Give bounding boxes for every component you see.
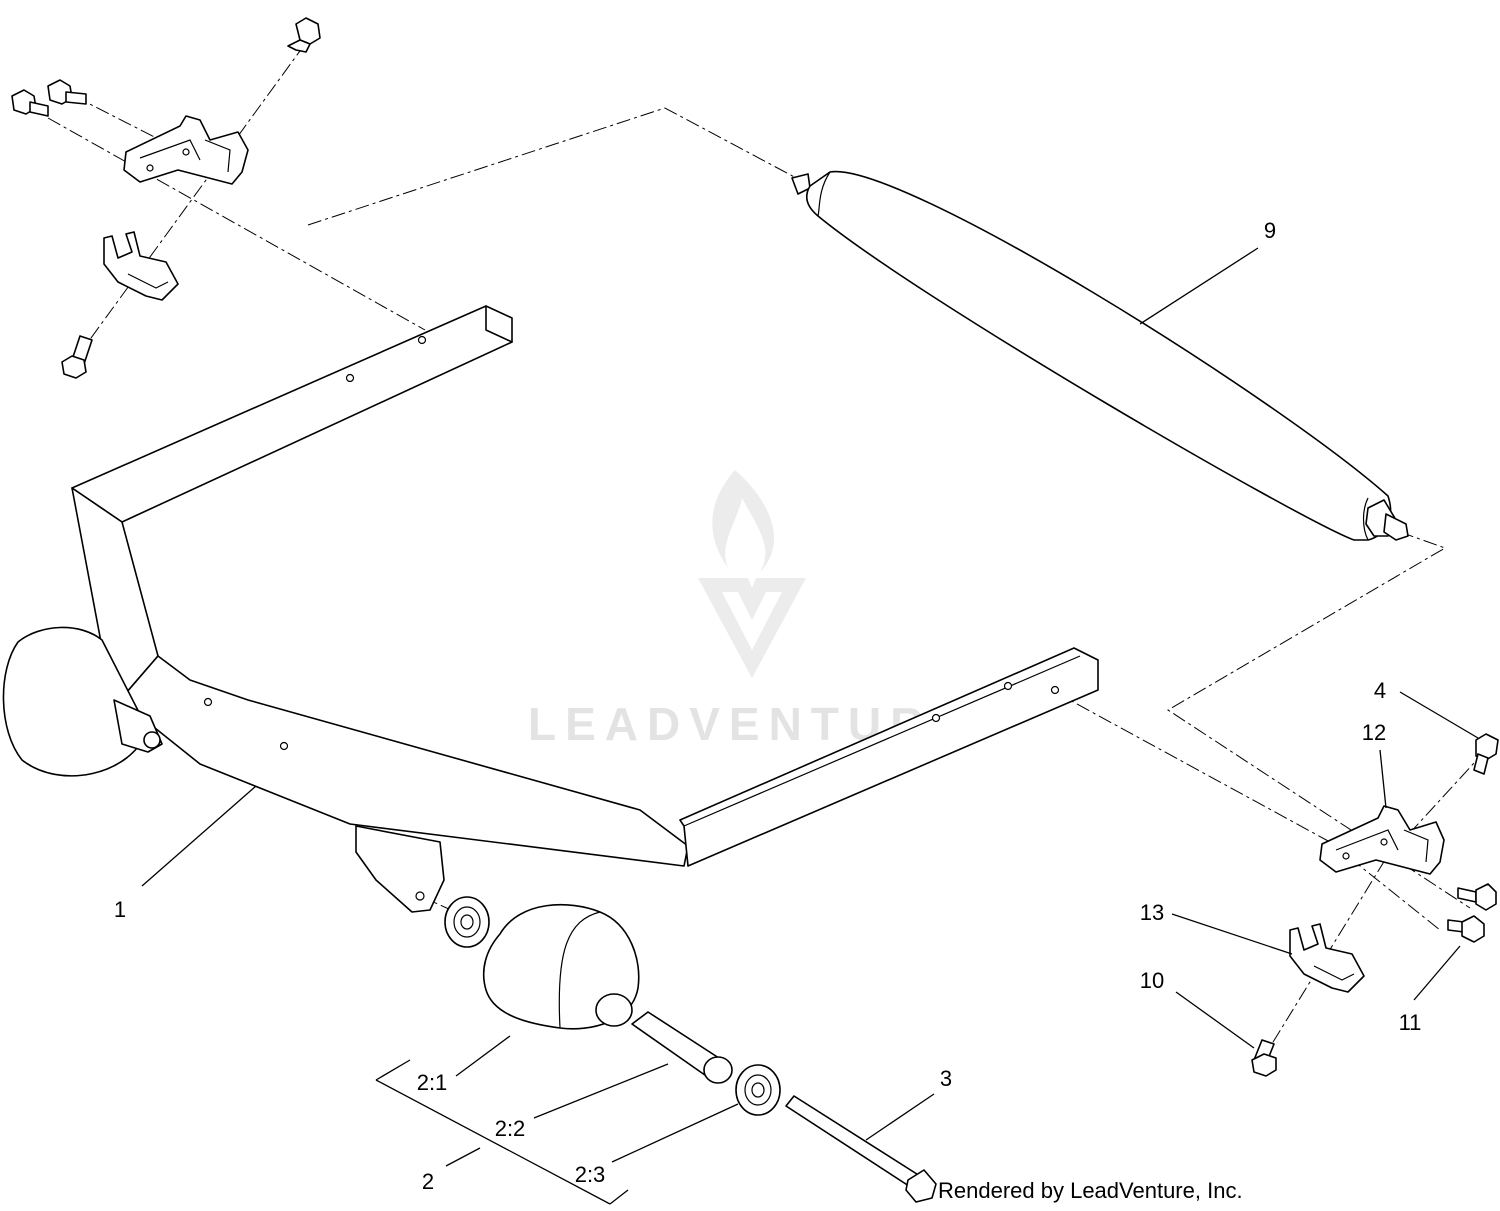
callout-2-1: 2:1 (417, 1070, 448, 1095)
right-mount-bracket (1319, 805, 1445, 875)
long-roller (791, 170, 1409, 541)
callout-9: 9 (1264, 218, 1276, 243)
right-bolt-a (1457, 883, 1497, 911)
inner-bearing (444, 896, 490, 948)
left-mount-bracket (123, 115, 249, 185)
callout-11: 11 (1399, 1010, 1422, 1035)
callout-labels: 1 2 2:1 2:2 2:3 3 4 9 10 11 12 13 (114, 218, 1422, 1194)
callout-2-2: 2:2 (495, 1116, 526, 1141)
left-top-bolt (287, 17, 321, 53)
right-top-bolt (1473, 733, 1499, 775)
render-credit: Rendered by LeadVenture, Inc. (938, 1178, 1243, 1203)
leader-lines (141, 247, 1479, 1205)
callout-4: 4 (1374, 678, 1386, 703)
assembly-lines (47, 43, 1487, 1061)
axle-bolt (785, 1095, 937, 1203)
left-wheel (2, 626, 163, 777)
roller-frame (71, 305, 1099, 913)
right-bolt-b (1447, 915, 1485, 943)
callout-2: 2 (422, 1169, 434, 1194)
left-hair-pin-clip (103, 231, 179, 301)
spacer-tube (631, 1011, 733, 1084)
leadventure-logo-watermark: LEADVENTURE (528, 470, 963, 750)
callout-10: 10 (1140, 968, 1164, 993)
callout-12: 12 (1362, 720, 1386, 745)
left-bolt-a (47, 79, 87, 105)
right-bottom-bolt (1251, 1039, 1277, 1077)
right-hair-pin-clip (1289, 923, 1365, 993)
callout-3: 3 (940, 1066, 952, 1091)
callout-13: 13 (1140, 900, 1164, 925)
left-bolt-b (11, 89, 49, 117)
callout-2-3: 2:3 (575, 1162, 606, 1187)
callout-1: 1 (114, 897, 126, 922)
left-bottom-bolt (61, 335, 93, 379)
wheel-roller (482, 904, 640, 1030)
outer-bearing (735, 1064, 781, 1116)
